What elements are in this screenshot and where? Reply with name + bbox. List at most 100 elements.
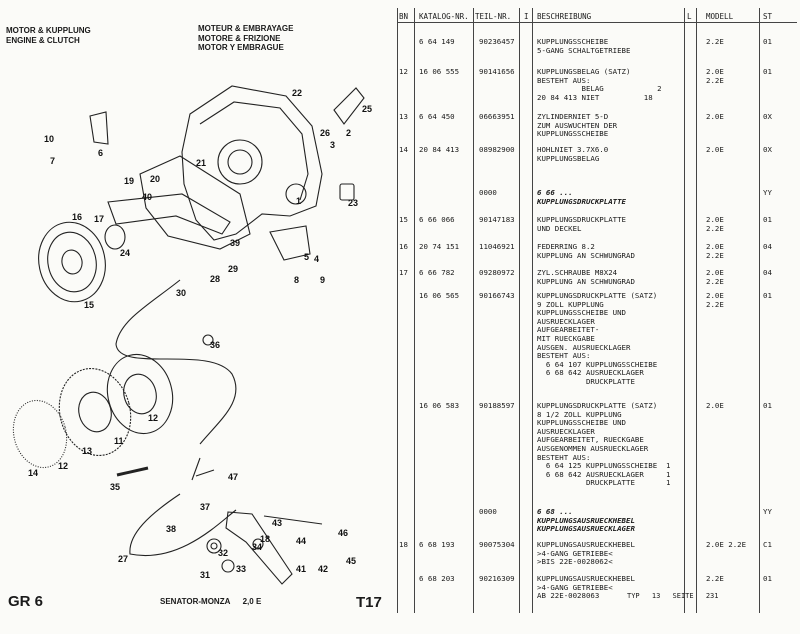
callout-3: 3 <box>330 140 335 150</box>
cell-st: 0X <box>763 112 772 121</box>
cell-st: 01 <box>763 401 772 410</box>
page-label: SEITE <box>672 592 694 600</box>
desc-line: 5-GANG SCHALTGETRIEBE <box>537 45 631 55</box>
callout-46: 46 <box>338 528 348 538</box>
callout-14: 14 <box>28 468 38 478</box>
callout-35: 35 <box>110 482 120 492</box>
cell-bn: 18 <box>399 540 408 549</box>
col-katalog: KATALOG-NR. <box>419 12 469 21</box>
callout-33: 33 <box>236 564 246 574</box>
callout-47: 47 <box>228 472 238 482</box>
desc-line: BESTEHT AUS: <box>537 452 591 462</box>
callout-20: 20 <box>150 174 160 184</box>
desc-line: KUPPLUNGSDRUCKPLATTE <box>537 196 626 206</box>
desc-line: AUSGENOMMEN AUSRUECKLAGER <box>537 443 649 453</box>
header-right-line-2: MOTORE & FRIZIONE <box>198 33 281 43</box>
desc-line: ZYLINDERNIET 5-D <box>537 112 609 121</box>
cell-modell: 2.0E <box>706 215 724 224</box>
cell-modell: 2.2E <box>706 574 724 583</box>
col-bn: BN <box>399 12 409 21</box>
desc-line: HOHLNIET 3.7X6.0 <box>537 145 609 154</box>
callout-32: 32 <box>218 548 228 558</box>
cell-beschreibung: KUPPLUNGSAUSRUECKHEBEL>4-GANG GETRIEBE<>… <box>537 540 717 567</box>
cell-st: 01 <box>763 37 772 46</box>
cell-katalog: 6 64 450 <box>419 112 455 121</box>
desc-line: 6 66 ... <box>537 188 573 197</box>
cell-modell: 2.0E <box>706 112 724 121</box>
model-name: SENATOR-MONZA <box>160 597 231 606</box>
desc-line: KUPPLUNGSAUSRUECKHEBEL <box>537 574 635 583</box>
cell-teil: 06663951 <box>479 112 515 121</box>
callout-22: 22 <box>292 88 302 98</box>
cell-beschreibung: 6 66 ...KUPPLUNGSDRUCKPLATTE <box>537 188 717 206</box>
desc-line: >BIS 22E-0028062< <box>537 557 613 567</box>
callout-16: 16 <box>72 212 82 222</box>
desc-line: ZUM AUSWUCHTEN DER <box>537 120 618 130</box>
desc-line: KUPPLUNGSSCHEIBE UND <box>537 308 626 318</box>
callout-41: 41 <box>296 564 306 574</box>
cell-katalog: 6 66 782 <box>419 268 455 277</box>
parts-table: BN KATALOG-NR. TEIL-NR. I BESCHREIBUNG L… <box>397 8 797 613</box>
callout-8: 8 <box>294 275 299 285</box>
callout-9: 9 <box>320 275 325 285</box>
desc-line: KUPPLUNGSDRUCKPLATTE (SATZ) <box>537 291 658 300</box>
callout-1: 1 <box>296 196 301 206</box>
desc-line: 9 ZOLL KUPPLUNG <box>537 299 604 309</box>
header-left-line-1: MOTOR & KUPPLUNG <box>6 26 91 35</box>
callout-13: 13 <box>82 446 92 456</box>
desc-line: 6 68 642 AUSRUECKLAGER 1 <box>537 469 671 479</box>
spacer-plate-shape <box>139 155 251 250</box>
callout-5: 5 <box>304 252 309 262</box>
cell-modell: 2.0E <box>706 268 724 277</box>
callout-21: 21 <box>196 158 206 168</box>
desc-line: ZYL.SCHRAUBE M8X24 <box>537 268 618 277</box>
callout-28: 28 <box>210 274 220 284</box>
callout-6: 6 <box>98 148 103 158</box>
desc-line: KUPPLUNG AN SCHWUNGRAD <box>537 276 635 286</box>
callout-42: 42 <box>318 564 328 574</box>
cell-modell: 2.2E <box>706 223 724 233</box>
callout-43: 43 <box>272 518 282 528</box>
cell-bn: 12 <box>399 67 408 76</box>
type-value: 13 <box>651 592 661 600</box>
callout-38: 38 <box>166 524 176 534</box>
desc-line: KUPPLUNGSAUSRUECKLAGER <box>537 524 635 534</box>
page-value: 231 <box>705 592 719 600</box>
desc-line: FEDERRING 8.2 <box>537 242 595 251</box>
cell-modell: 2.2E <box>706 250 724 260</box>
group-label: GR 6 <box>8 593 44 610</box>
cell-st: 01 <box>763 291 772 300</box>
callout-45: 45 <box>346 556 356 566</box>
cell-katalog: 16 06 555 <box>419 67 460 76</box>
cell-st: YY <box>763 188 772 197</box>
cell-teil: 09280972 <box>479 268 515 277</box>
header-right-line-3: MOTOR Y EMBRAGUE <box>198 43 284 52</box>
page-code: T17 <box>356 594 382 611</box>
callout-10: 10 <box>44 134 54 144</box>
callout-26: 26 <box>320 128 330 138</box>
pressure-plate-shape <box>38 221 106 303</box>
desc-line: KUPPLUNG AN SCHWUNGRAD <box>537 250 635 260</box>
desc-line: KUPPLUNGSSCHEIBE <box>537 129 609 139</box>
cell-modell: 2.0E <box>706 67 724 76</box>
cell-bn: 13 <box>399 112 408 121</box>
desc-line: BESTEHT AUS: <box>537 351 591 361</box>
cell-katalog: 16 06 565 <box>419 291 460 300</box>
desc-line: KUPPLUNGSSCHEIBE <box>537 37 609 46</box>
callout-40: 40 <box>142 192 152 202</box>
desc-line: KUPPLUNGSBELAG (SATZ) <box>537 67 631 76</box>
desc-line: 6 68 ... <box>537 507 573 516</box>
clutch-cable-shape <box>115 279 237 445</box>
cell-katalog: 20 74 151 <box>419 242 460 251</box>
col-modell: MODELL <box>706 12 734 21</box>
cell-katalog: 6 68 203 <box>419 574 455 583</box>
desc-line: KUPPLUNGSAUSRUECKHEBEL <box>537 540 635 549</box>
cell-st: 0X <box>763 145 772 154</box>
cell-modell: 2.2E <box>706 75 724 85</box>
cell-beschreibung: KUPPLUNGSDRUCKPLATTE (SATZ)8 1/2 ZOLL KU… <box>537 401 717 488</box>
desc-line: 6 68 642 AUSRUECKLAGER <box>537 368 644 378</box>
